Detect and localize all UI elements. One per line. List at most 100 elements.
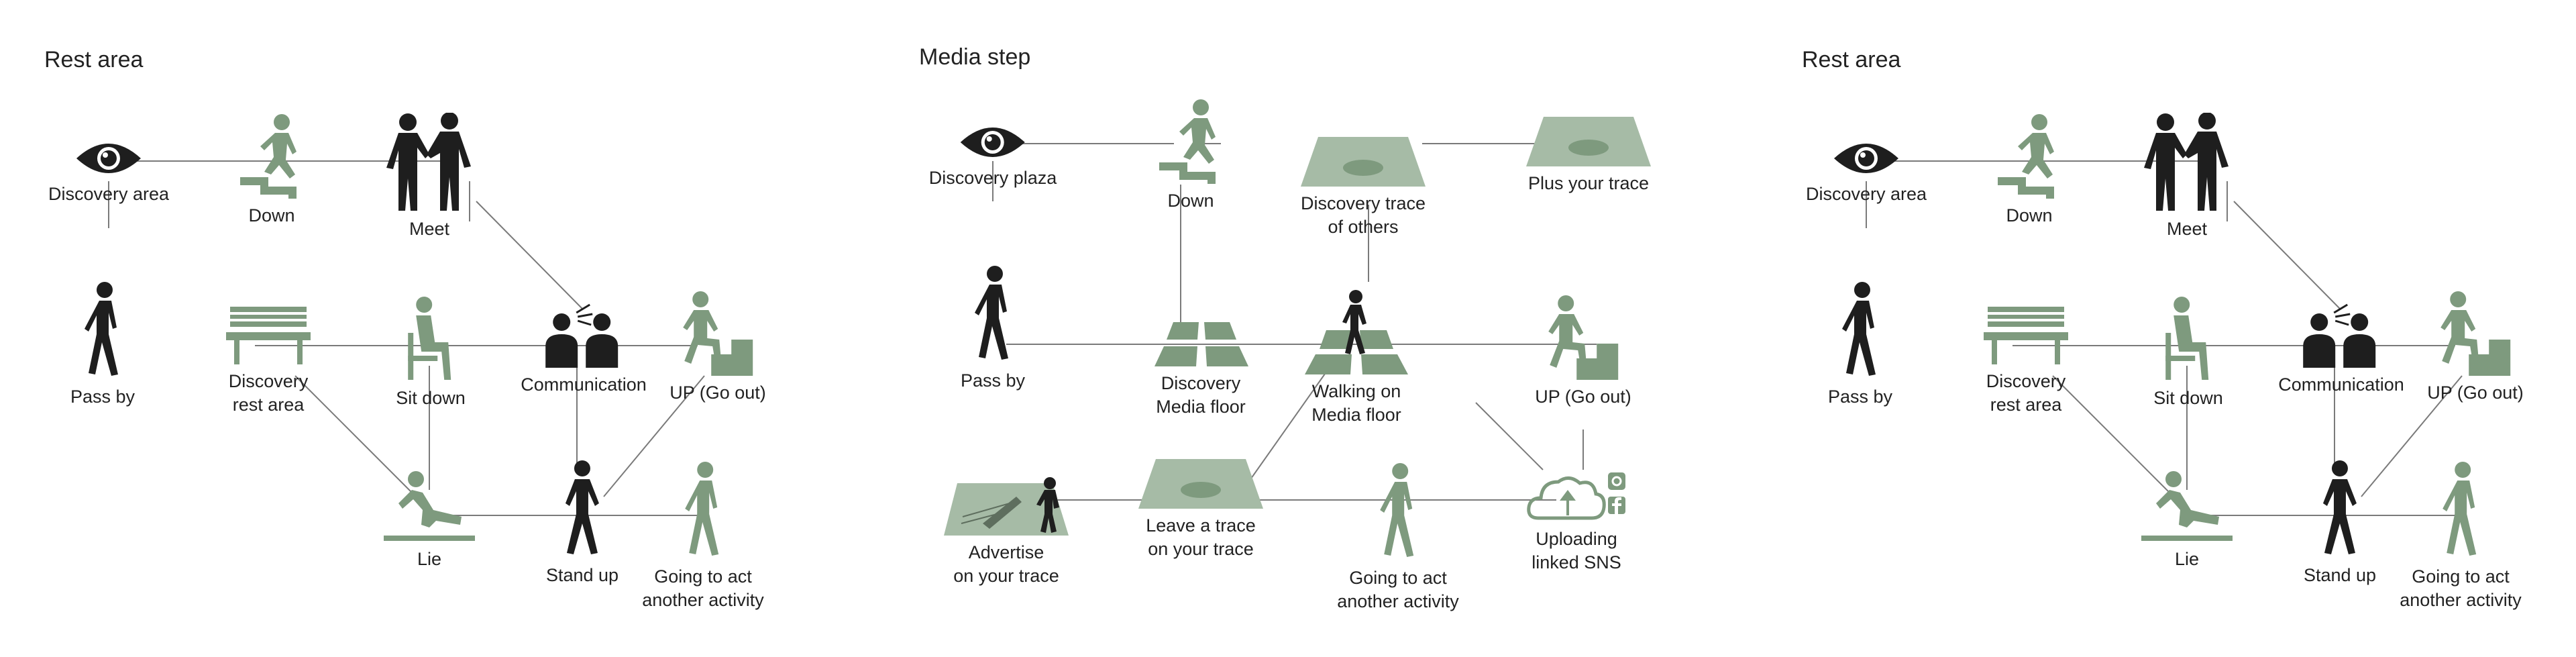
- node-label: Going to act another activity: [2400, 566, 2522, 610]
- person-climbing-stairs-icon: [2440, 291, 2510, 376]
- two-people-talking-icon: [545, 303, 618, 368]
- media-floor-icon: [1155, 322, 1248, 366]
- person-standing-icon: [566, 460, 599, 554]
- node-label: Down: [2006, 205, 2053, 225]
- diagram-node: Uploading linked SNS: [1526, 470, 1627, 574]
- node-label: Pass by: [1827, 387, 1893, 407]
- bench-icon: [226, 307, 311, 364]
- node-label: UP (Go out): [669, 383, 766, 403]
- panel-rest-area-right: Rest area Discovery area Down Meet Pass …: [1758, 0, 2576, 657]
- person-climbing-stairs-icon: [683, 291, 753, 376]
- node-label: Uploading linked SNS: [1532, 529, 1621, 572]
- node-label: Communication: [2278, 374, 2404, 395]
- node-label: Sit down: [396, 388, 466, 408]
- node-label: Meet: [2166, 219, 2208, 239]
- person-on-media-floor-icon: [1305, 290, 1408, 374]
- person-walking-down-stairs-icon: [240, 114, 297, 199]
- two-people-talking-icon: [2302, 303, 2375, 368]
- person-walking-icon: [2443, 462, 2476, 556]
- node-label: Plus your trace: [1527, 173, 1650, 193]
- floor-trace-icon: [1138, 459, 1263, 509]
- diagram-node: Sit down: [396, 295, 466, 410]
- node-label: Pass by: [960, 370, 1026, 391]
- diagram-node: Meet: [382, 113, 476, 241]
- floor-trace-icon: [1526, 117, 1651, 166]
- node-label: Discovery trace of others: [1300, 193, 1426, 237]
- eye-icon: [76, 144, 141, 173]
- diagram-node: Going to act another activity: [642, 460, 764, 612]
- diagram-node: Going to act another activity: [1337, 462, 1459, 613]
- node-label: Going to act another activity: [642, 566, 764, 610]
- node-label: Advertise on your trace: [953, 542, 1059, 586]
- diagram-node: UP (Go out): [1535, 294, 1631, 409]
- floor-trace-icon: [1301, 137, 1426, 187]
- node-label: Lie: [2174, 549, 2200, 569]
- diagram-node: Communication: [2278, 302, 2404, 397]
- diagram-node: Discovery rest area: [1982, 305, 2070, 417]
- diagram-node: Stand up: [546, 459, 619, 587]
- diagram-node: Stand up: [2304, 459, 2376, 587]
- diagram-node: Discovery plaza: [929, 122, 1057, 190]
- diagram-node: Lie: [382, 470, 476, 571]
- node-label: Communication: [521, 374, 647, 395]
- person-lying-icon: [384, 471, 475, 541]
- person-walking-icon: [974, 266, 1008, 360]
- diagram-node: Pass by: [961, 264, 1025, 393]
- diagram-node: Down: [1154, 98, 1228, 213]
- diagram-node: Communication: [521, 302, 647, 397]
- node-label: Meet: [409, 219, 450, 239]
- panel-media-step: Media step Discovery plaza Down Discover…: [885, 0, 1744, 657]
- node-label: Pass by: [70, 387, 136, 407]
- panel-title: Media step: [919, 44, 1031, 70]
- diagram-node: Down: [235, 113, 309, 228]
- node-label: Sit down: [2153, 388, 2223, 408]
- node-label: Discovery area: [48, 184, 170, 204]
- diagram-node: Down: [1992, 113, 2066, 228]
- diagram-node: Sit down: [2153, 295, 2223, 410]
- node-label: Discovery plaza: [928, 168, 1057, 188]
- diagram-node: Discovery Media floor: [1150, 321, 1251, 419]
- person-climbing-stairs-icon: [1548, 295, 1618, 380]
- node-label: Down: [1167, 191, 1214, 211]
- eye-icon: [960, 128, 1025, 157]
- panel-rest-area-left: Rest area Discovery area Down Meet Pass …: [0, 0, 859, 657]
- connector-lines: [992, 143, 1597, 501]
- person-walking-down-stairs-icon: [1998, 114, 2054, 199]
- node-label: Stand up: [2303, 565, 2377, 585]
- advertise-floor-icon: [944, 477, 1069, 536]
- node-label: UP (Go out): [1535, 387, 1631, 407]
- diagram-node: Plus your trace: [1525, 114, 1652, 195]
- node-label: Lie: [417, 549, 442, 569]
- panel-title: Rest area: [1802, 47, 1901, 72]
- person-walking-icon: [1380, 463, 1413, 557]
- diagram-node: Pass by: [70, 281, 135, 409]
- node-label: Going to act another activity: [1337, 568, 1459, 611]
- node-label: Discovery Media floor: [1156, 373, 1246, 417]
- person-walking-down-stairs-icon: [1159, 99, 1216, 184]
- diagram-node: Pass by: [1828, 281, 1892, 409]
- two-people-meeting-icon: [2144, 113, 2229, 211]
- diagram-node: Walking on Media floor: [1299, 289, 1413, 427]
- node-label: Discovery rest area: [1986, 371, 2066, 415]
- diagram-node: UP (Go out): [669, 290, 766, 405]
- node-label: Leave a trace on your trace: [1146, 515, 1256, 559]
- diagram-node: Going to act another activity: [2400, 460, 2522, 612]
- person-sitting-icon: [2165, 297, 2208, 380]
- diagram-node: Discovery rest area: [225, 305, 312, 417]
- eye-icon: [1834, 144, 1898, 173]
- bench-icon: [1984, 307, 2068, 364]
- person-walking-icon: [1841, 282, 1876, 376]
- node-label: Discovery area: [1805, 184, 1927, 204]
- node-label: Stand up: [545, 565, 619, 585]
- node-label: Walking on Media floor: [1311, 381, 1401, 425]
- person-walking-icon: [84, 282, 118, 376]
- node-label: Discovery rest area: [228, 371, 309, 415]
- panel-title: Rest area: [44, 47, 144, 72]
- person-sitting-icon: [408, 297, 451, 380]
- person-standing-icon: [2323, 460, 2357, 554]
- diagram-node: Advertise on your trace: [943, 476, 1070, 588]
- diagram-node: Discovery area: [48, 138, 169, 206]
- diagram-node: Lie: [2140, 470, 2234, 571]
- diagram-node: UP (Go out): [2427, 290, 2524, 405]
- diagram-node: Discovery area: [1806, 138, 1927, 206]
